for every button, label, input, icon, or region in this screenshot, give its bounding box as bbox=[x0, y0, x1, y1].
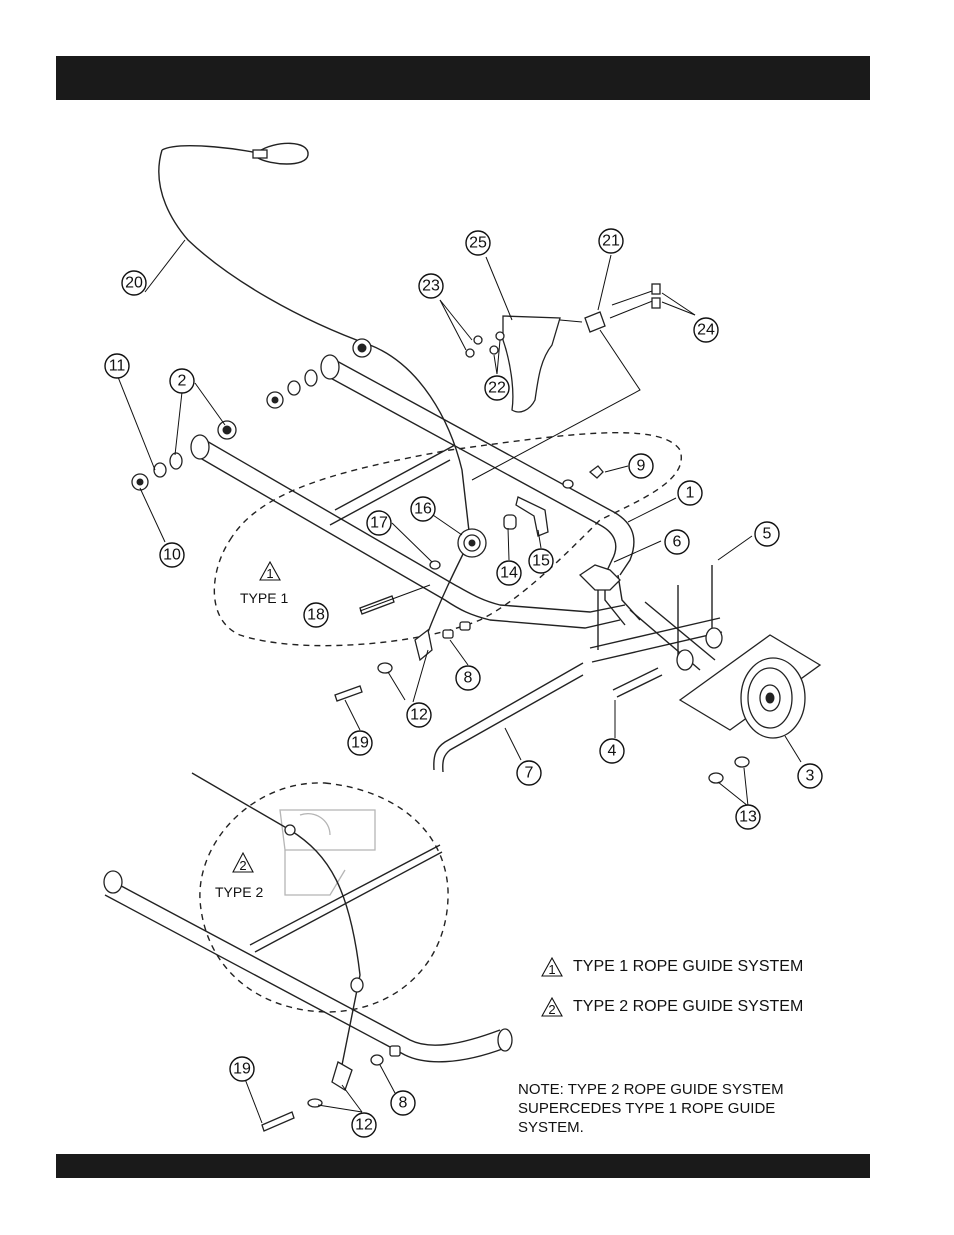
svg-text:5: 5 bbox=[763, 526, 772, 543]
svg-text:8: 8 bbox=[399, 1095, 408, 1112]
svg-text:14: 14 bbox=[500, 565, 518, 582]
callout-12-type2: 12 bbox=[352, 1113, 376, 1137]
svg-text:2: 2 bbox=[178, 373, 187, 390]
svg-text:4: 4 bbox=[608, 743, 617, 760]
wheel bbox=[677, 628, 820, 783]
left-hardware bbox=[132, 421, 236, 490]
callout-11: 11 bbox=[105, 354, 129, 378]
callout-9: 9 bbox=[629, 454, 653, 478]
svg-text:12: 12 bbox=[410, 707, 428, 724]
callout-20: 20 bbox=[122, 271, 146, 295]
svg-text:24: 24 bbox=[697, 322, 715, 339]
callout-6: 6 bbox=[665, 530, 689, 554]
type1-pulley-assembly bbox=[360, 466, 603, 614]
note-line-2: SUPERCEDES TYPE 1 ROPE GUIDE bbox=[518, 1099, 838, 1118]
callout-3: 3 bbox=[798, 764, 822, 788]
callout-24: 24 bbox=[694, 318, 718, 342]
svg-text:13: 13 bbox=[739, 809, 757, 826]
callout-23: 23 bbox=[419, 274, 443, 298]
legend-type2-icon: 2 bbox=[540, 996, 564, 1018]
note-line-1: NOTE: TYPE 2 ROPE GUIDE SYSTEM bbox=[518, 1080, 838, 1099]
svg-text:11: 11 bbox=[109, 358, 126, 375]
legend-type1-icon: 1 bbox=[540, 956, 564, 978]
svg-text:19: 19 bbox=[233, 1061, 251, 1078]
type1-clevis-hardware bbox=[335, 622, 470, 701]
svg-text:23: 23 bbox=[422, 278, 440, 295]
svg-text:6: 6 bbox=[673, 534, 682, 551]
callout-8: 8 bbox=[456, 666, 480, 690]
callout-15: 15 bbox=[529, 549, 553, 573]
callout-1: 1 bbox=[678, 481, 702, 505]
legend-type2-text: TYPE 2 ROPE GUIDE SYSTEM bbox=[573, 998, 803, 1016]
svg-text:10: 10 bbox=[163, 547, 181, 564]
callout-7: 7 bbox=[517, 761, 541, 785]
callout-22: 22 bbox=[485, 376, 509, 400]
callout-17: 17 bbox=[367, 511, 391, 535]
callout-10: 10 bbox=[160, 543, 184, 567]
callout-16: 16 bbox=[411, 497, 435, 521]
svg-text:20: 20 bbox=[125, 275, 143, 292]
svg-text:17: 17 bbox=[370, 515, 388, 532]
rope-sleeve bbox=[253, 150, 267, 158]
svg-text:25: 25 bbox=[469, 235, 487, 252]
callout-2: 2 bbox=[170, 369, 194, 393]
rope-assembly bbox=[159, 143, 470, 640]
type1-label: TYPE 1 bbox=[240, 590, 288, 606]
type2-marker-number: 2 bbox=[239, 858, 246, 873]
svg-text:1: 1 bbox=[548, 962, 555, 977]
svg-text:3: 3 bbox=[806, 768, 815, 785]
callout-8-type2: 8 bbox=[391, 1091, 415, 1115]
supersede-note: NOTE: TYPE 2 ROPE GUIDE SYSTEM SUPERCEDE… bbox=[518, 1080, 838, 1137]
callout-14: 14 bbox=[497, 561, 521, 585]
callout-25: 25 bbox=[466, 231, 490, 255]
note-line-3: SYSTEM. bbox=[518, 1118, 838, 1137]
type1-marker-number: 1 bbox=[266, 566, 273, 581]
svg-text:12: 12 bbox=[355, 1117, 373, 1134]
svg-text:2: 2 bbox=[548, 1002, 555, 1017]
legend-type1-text: TYPE 1 ROPE GUIDE SYSTEM bbox=[573, 958, 803, 976]
svg-text:7: 7 bbox=[525, 765, 534, 782]
svg-text:22: 22 bbox=[488, 380, 506, 397]
callout-4: 4 bbox=[600, 739, 624, 763]
type2-label: TYPE 2 bbox=[215, 884, 263, 900]
svg-text:19: 19 bbox=[351, 735, 369, 752]
svg-text:8: 8 bbox=[464, 670, 473, 687]
callout-5: 5 bbox=[755, 522, 779, 546]
callout-12: 12 bbox=[407, 703, 431, 727]
svg-text:9: 9 bbox=[637, 458, 646, 475]
type1-boundary bbox=[214, 433, 681, 646]
callout-21: 21 bbox=[599, 229, 623, 253]
svg-text:1: 1 bbox=[686, 485, 695, 502]
type2-detail bbox=[104, 773, 512, 1131]
callout-13: 13 bbox=[736, 805, 760, 829]
svg-text:18: 18 bbox=[307, 607, 325, 624]
svg-text:21: 21 bbox=[602, 233, 620, 250]
callout-19-type2: 19 bbox=[230, 1057, 254, 1081]
callout-18: 18 bbox=[304, 603, 328, 627]
callout-19: 19 bbox=[348, 731, 372, 755]
svg-text:16: 16 bbox=[414, 501, 432, 518]
svg-text:15: 15 bbox=[532, 553, 550, 570]
upper-hardware bbox=[267, 339, 371, 408]
